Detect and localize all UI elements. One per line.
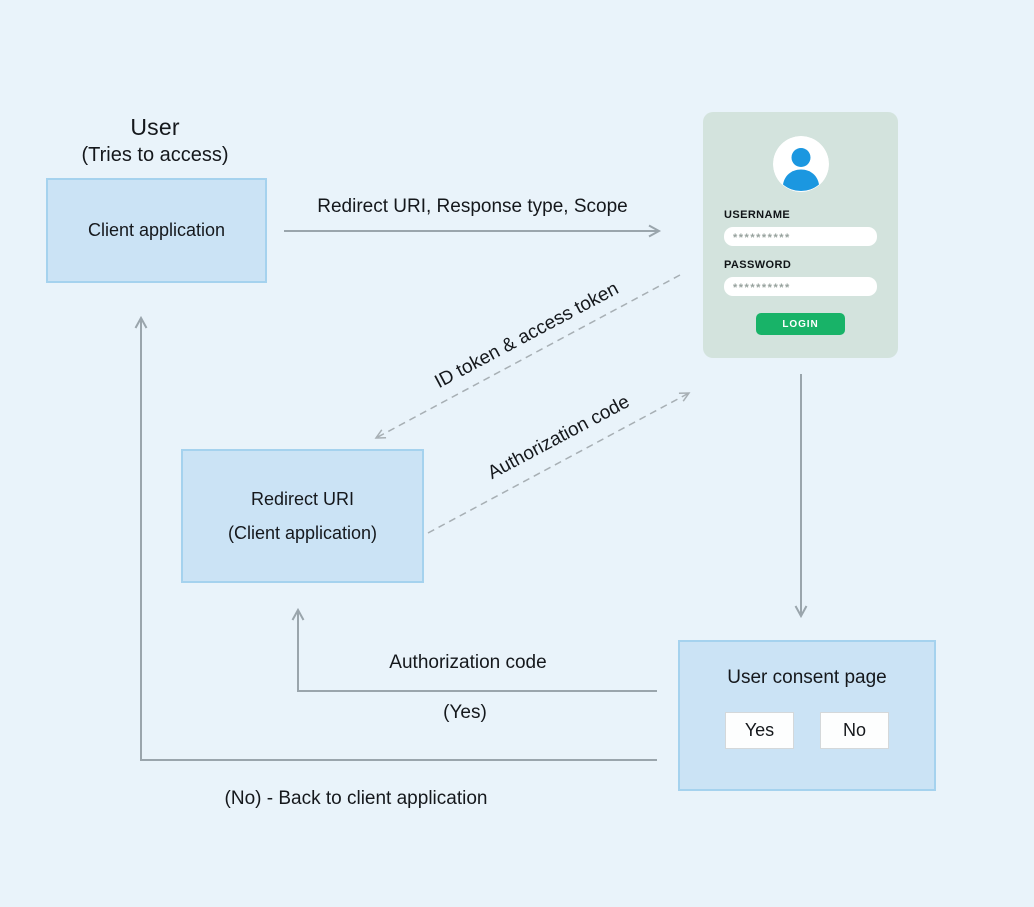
yes-button[interactable]: Yes: [725, 712, 794, 749]
consent-title: User consent page: [727, 667, 887, 688]
no-button[interactable]: No: [820, 712, 889, 749]
yes-label: (Yes): [443, 702, 487, 723]
auth-code-yes-label: Authorization code: [389, 652, 547, 673]
auth-code-diagonal-arrow: [427, 392, 691, 534]
password-input[interactable]: [724, 277, 877, 296]
user-title: User: [130, 114, 180, 140]
redirect-uri-label: Redirect URI: [250, 488, 355, 509]
username-input[interactable]: [724, 227, 877, 246]
token-response-arrow: [374, 274, 681, 439]
login-button[interactable]: LOGIN: [756, 313, 845, 335]
redirect-uri-box: Redirect URI (Client application): [181, 449, 424, 583]
user-consent-box: User consent page Yes No: [678, 640, 936, 791]
auth-code-arrow-label: Authorization code: [484, 391, 634, 484]
username-label: USERNAME: [724, 209, 791, 221]
consent-buttons: Yes No: [725, 712, 889, 749]
no-back-label: (No) - Back to client application: [224, 788, 488, 809]
redirect-uri-sublabel: (Client application): [227, 522, 378, 543]
user-avatar-icon: [772, 136, 829, 192]
password-label: PASSWORD: [724, 259, 792, 271]
auth-code-yes-arrow: [291, 607, 657, 692]
client-application-box: Client application: [46, 178, 267, 283]
login-form-card: USERNAME PASSWORD LOGIN: [703, 112, 898, 358]
request-arrow-label: Redirect URI, Response type, Scope: [317, 196, 628, 217]
client-application-label: Client application: [87, 220, 226, 240]
user-subtitle: (Tries to access): [81, 144, 229, 166]
id-token-arrow-label: ID token & access token: [431, 278, 623, 393]
